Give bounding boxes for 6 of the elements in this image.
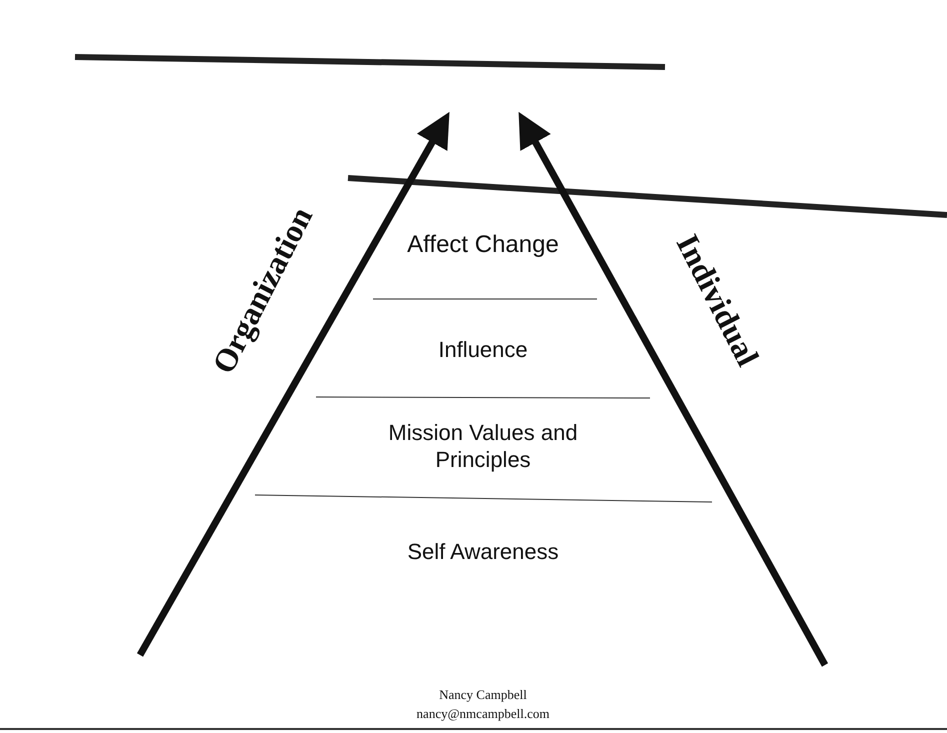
author-name: Nancy Campbell [438, 687, 528, 704]
layer-label: Influence [437, 336, 529, 364]
layer-label: Self Awareness [406, 538, 560, 566]
layer-label: Affect Change [406, 230, 560, 260]
email-address: nancy@nmcampbell.com [416, 706, 550, 722]
layer-label: Mission Values and Principles [387, 418, 579, 474]
